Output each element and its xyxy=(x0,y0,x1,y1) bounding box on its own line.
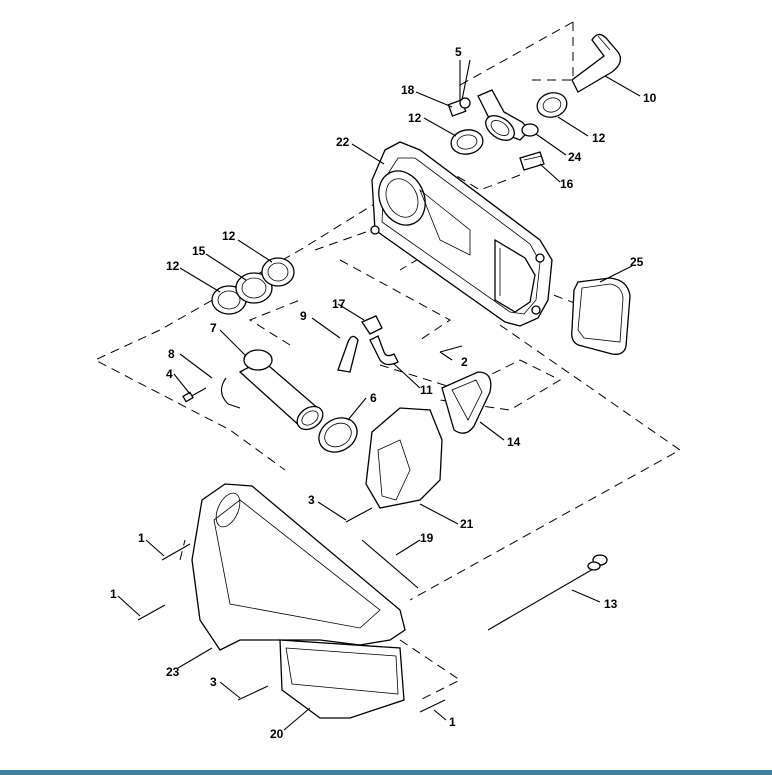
screws xyxy=(137,345,463,713)
callout-24: 24 xyxy=(568,150,582,164)
part-20-tray xyxy=(279,639,405,719)
callout-20: 20 xyxy=(270,727,284,741)
part-22-backplate xyxy=(370,141,553,327)
callout-3: 3 xyxy=(210,675,217,689)
callout-8: 8 xyxy=(168,347,175,361)
callout-12: 12 xyxy=(592,131,606,145)
callout-labels: 5 10 18 12 12 22 24 16 12 15 12 25 17 9 … xyxy=(110,45,657,741)
callout-18: 18 xyxy=(401,83,415,97)
clip-and-screw xyxy=(182,377,241,409)
callout-1: 1 xyxy=(138,531,145,545)
callout-25: 25 xyxy=(630,255,644,269)
callout-3: 3 xyxy=(308,493,315,507)
callout-16: 16 xyxy=(560,177,574,191)
callout-7: 7 xyxy=(210,321,217,335)
callout-12: 12 xyxy=(222,229,236,243)
callout-9: 9 xyxy=(300,309,307,323)
part-23-cover xyxy=(191,483,406,651)
callout-17: 17 xyxy=(332,297,346,311)
rod-parts xyxy=(361,539,608,631)
part-6-ring xyxy=(318,417,358,453)
mid-gaskets xyxy=(211,257,295,315)
callout-12: 12 xyxy=(408,111,422,125)
leader-lines xyxy=(117,59,641,731)
bottom-border-bar xyxy=(0,770,772,775)
breather-hoses xyxy=(337,315,399,373)
part-25-seal xyxy=(571,277,631,355)
callout-15: 15 xyxy=(192,244,206,258)
callout-5: 5 xyxy=(455,45,462,59)
callout-4: 4 xyxy=(166,367,173,381)
callout-14: 14 xyxy=(507,435,521,449)
callout-21: 21 xyxy=(460,517,474,531)
assembly-guide-lines xyxy=(93,21,681,701)
callout-13: 13 xyxy=(604,597,618,611)
callout-19: 19 xyxy=(420,531,434,545)
callout-10: 10 xyxy=(643,91,657,105)
part-10-tube xyxy=(571,33,622,93)
callout-11: 11 xyxy=(420,383,433,397)
callout-2: 2 xyxy=(461,355,468,369)
callout-1: 1 xyxy=(449,715,456,729)
upper-gaskets xyxy=(450,92,568,155)
callout-12: 12 xyxy=(166,259,180,273)
part-7-intake-tube xyxy=(238,349,324,431)
callout-1: 1 xyxy=(110,587,117,601)
callout-22: 22 xyxy=(336,135,350,149)
part-21-housing xyxy=(365,407,443,509)
part-14-filter xyxy=(441,371,492,434)
upper-fittings xyxy=(447,60,545,171)
callout-23: 23 xyxy=(166,665,180,679)
callout-6: 6 xyxy=(370,391,377,405)
